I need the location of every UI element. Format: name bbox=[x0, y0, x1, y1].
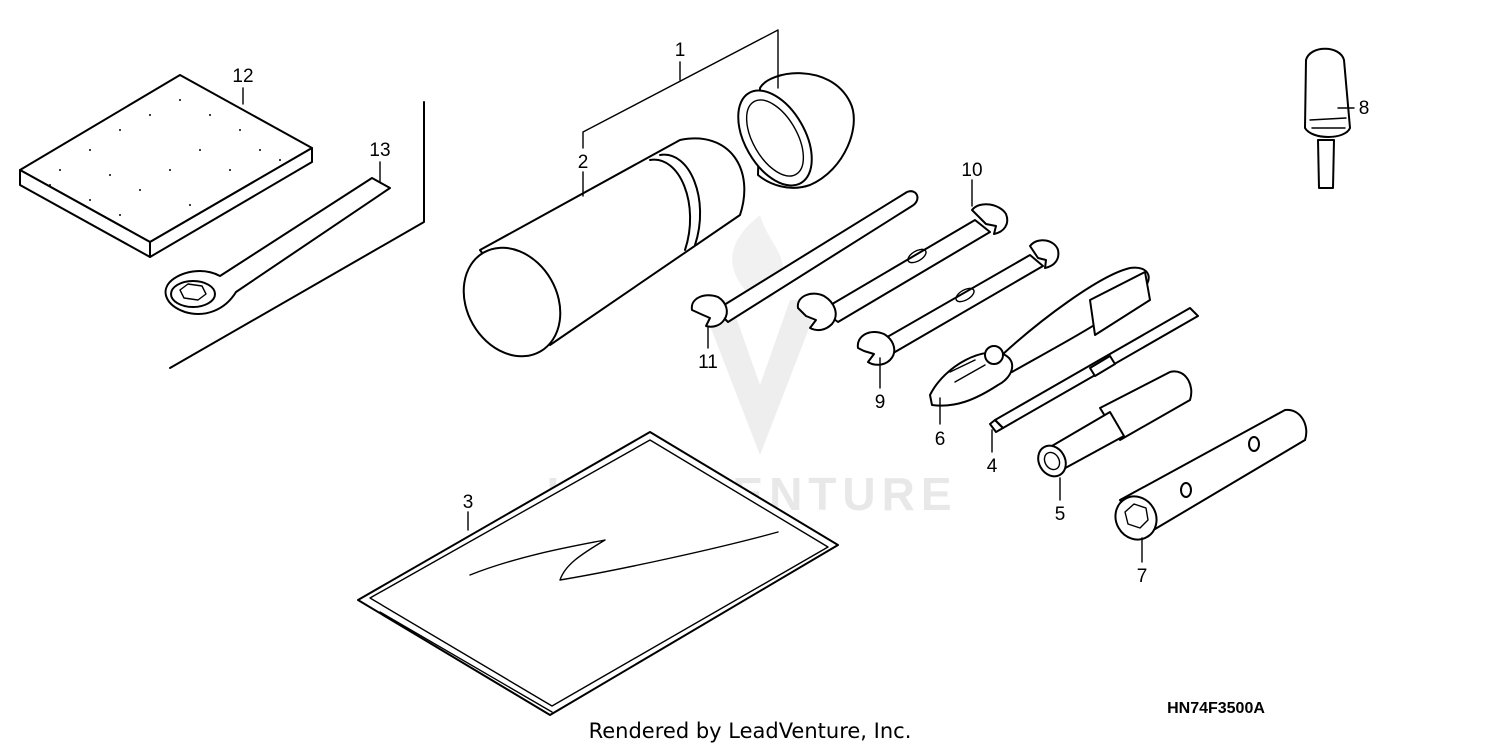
callout-3: 3 bbox=[463, 492, 474, 513]
part-5-socket bbox=[1037, 370, 1193, 478]
callout-1: 1 bbox=[675, 40, 686, 61]
callout-13: 13 bbox=[369, 140, 390, 161]
part-9-wrench bbox=[856, 239, 1060, 366]
leader-lines bbox=[242, 29, 1355, 563]
part-12-pad bbox=[19, 74, 313, 258]
callout-12: 12 bbox=[232, 66, 253, 87]
part-3-manual bbox=[357, 431, 839, 716]
part-1-case-cap bbox=[737, 72, 855, 189]
callout-7: 7 bbox=[1137, 566, 1148, 587]
part-13-box-wrench bbox=[164, 177, 391, 315]
callout-2: 2 bbox=[578, 152, 589, 173]
callout-9: 9 bbox=[875, 392, 886, 413]
part-4-screwdriver bbox=[989, 307, 1199, 433]
part-2-tool-case bbox=[462, 137, 746, 358]
callout-4: 4 bbox=[987, 456, 998, 477]
part-7-plug-wrench bbox=[1114, 408, 1308, 541]
separator-line bbox=[169, 101, 425, 369]
callout-8: 8 bbox=[1359, 98, 1370, 119]
part-6-pliers bbox=[929, 266, 1151, 407]
diagram-code: HN74F3500A bbox=[1167, 700, 1265, 717]
part-11-wrench bbox=[690, 190, 919, 328]
callout-11: 11 bbox=[698, 352, 718, 373]
part-8-handle bbox=[1304, 47, 1351, 189]
callout-10: 10 bbox=[961, 160, 982, 181]
callouts: 1 2 3 4 5 6 7 8 9 10 11 12 13 bbox=[232, 40, 1369, 587]
callout-6: 6 bbox=[935, 429, 946, 450]
part-10-wrench bbox=[796, 203, 1009, 332]
callout-5: 5 bbox=[1055, 504, 1066, 525]
footer-credit: Rendered by LeadVenture, Inc. bbox=[589, 719, 912, 743]
